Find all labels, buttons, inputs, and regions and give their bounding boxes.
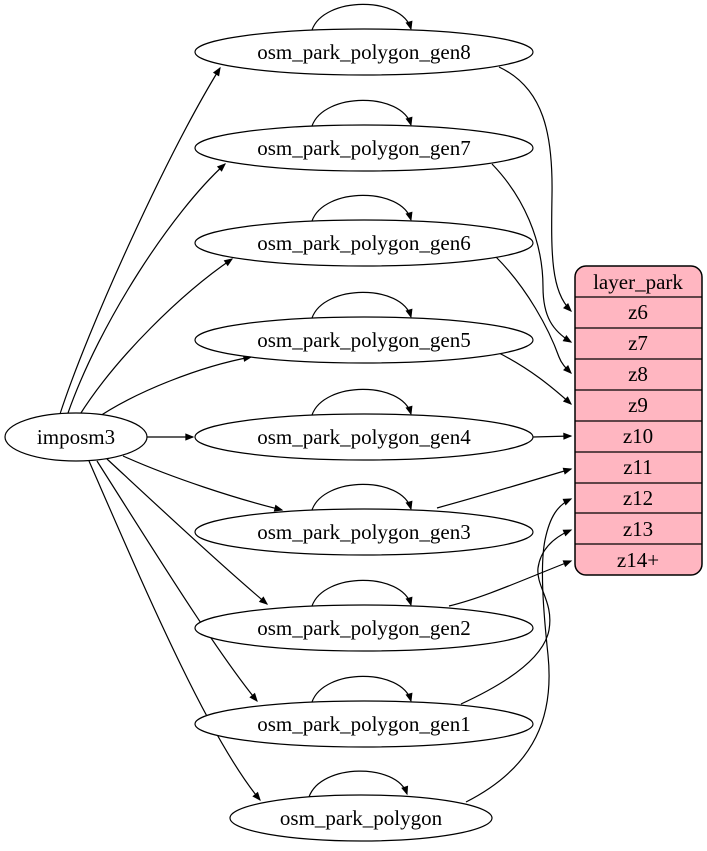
edge-osm_park_polygon_gen8-z6	[498, 66, 572, 312]
edge-osm_park_polygon_gen5-z9	[498, 352, 573, 405]
self-loop-osm_park_polygon_gen8	[311, 3, 413, 31]
edge-imposm3-osm_park_polygon_gen7	[67, 163, 227, 414]
node-imposm3: imposm3	[4, 412, 148, 462]
node-osm_park_polygon_gen2: osm_park_polygon_gen2	[194, 604, 534, 652]
node-ellipse	[194, 219, 534, 267]
edges-to-layer	[436, 66, 573, 803]
node-osm_park_polygon_gen6: osm_park_polygon_gen6	[194, 219, 534, 267]
node-osm_park_polygon_gen3: osm_park_polygon_gen3	[194, 508, 534, 556]
node-osm_park_polygon: osm_park_polygon	[229, 794, 493, 842]
node-ellipse	[229, 794, 493, 842]
node-label: osm_park_polygon_gen1	[257, 712, 470, 736]
node-label: osm_park_polygon_gen5	[257, 328, 470, 352]
edge-osm_park_polygon-z12	[465, 498, 573, 803]
self-loop-osm_park_polygon_gen1	[311, 675, 413, 703]
edge-imposm3-osm_park_polygon_gen8	[59, 66, 221, 415]
self-loop-osm_park_polygon_gen5	[311, 291, 413, 319]
edge-imposm3-osm_park_polygon_gen2	[106, 458, 269, 605]
layer-row-separators	[575, 296, 702, 545]
node-layer_park: layer_park z6 z7 z8 z9 z10 z11 z12 z13 z…	[574, 265, 703, 576]
layer-row-z6: z6	[628, 300, 648, 324]
node-osm_park_polygon_gen7: osm_park_polygon_gen7	[194, 124, 534, 172]
node-label: osm_park_polygon_gen7	[257, 136, 470, 160]
node-label: osm_park_polygon_gen2	[257, 616, 470, 640]
self-loop-osm_park_polygon_gen6	[311, 194, 413, 222]
node-ellipse	[4, 412, 148, 462]
node-ellipse	[194, 700, 534, 748]
edge-osm_park_polygon_gen2-z14	[448, 560, 573, 607]
layer-row-z7: z7	[628, 331, 648, 355]
node-ellipse	[194, 124, 534, 172]
edge-imposm3-osm_park_polygon_gen3	[122, 455, 284, 512]
edges-from-source	[59, 66, 284, 802]
self-loop-osm_park_polygon_gen2	[311, 579, 413, 607]
node-label: osm_park_polygon_gen8	[257, 40, 470, 64]
edge-osm_park_polygon_gen1-z13	[460, 529, 573, 705]
node-label: osm_park_polygon_gen4	[257, 425, 471, 449]
node-label: osm_park_polygon_gen3	[257, 520, 470, 544]
self-loop-osm_park_polygon	[308, 770, 409, 798]
layer-row-z14: z14+	[617, 548, 659, 572]
node-osm_park_polygon_gen8: osm_park_polygon_gen8	[194, 28, 534, 76]
node-ellipse	[194, 413, 534, 461]
layer-row-z13: z13	[623, 517, 653, 541]
self-loop-osm_park_polygon_gen3	[311, 483, 413, 511]
node-label: imposm3	[37, 425, 115, 449]
node-ellipse	[194, 604, 534, 652]
layer-title: layer_park	[593, 270, 683, 294]
table-nodes: osm_park_polygon_gen8 osm_park_polygon_g…	[194, 28, 534, 842]
node-label: osm_park_polygon	[280, 806, 443, 830]
edge-osm_park_polygon_gen4-z10	[532, 432, 573, 440]
layer-row-z8: z8	[628, 362, 648, 386]
layer-row-z10: z10	[623, 424, 653, 448]
node-osm_park_polygon_gen1: osm_park_polygon_gen1	[194, 700, 534, 748]
node-ellipse	[194, 316, 534, 364]
layer-row-z11: z11	[623, 455, 653, 479]
node-ellipse	[194, 28, 534, 76]
self-loop-edges	[308, 3, 413, 798]
layer-row-z12: z12	[623, 486, 653, 510]
node-osm_park_polygon_gen4: osm_park_polygon_gen4	[194, 413, 534, 461]
self-loop-osm_park_polygon_gen7	[311, 99, 413, 127]
edge-osm_park_polygon_gen7-z7	[491, 163, 573, 343]
edge-osm_park_polygon_gen3-z11	[436, 467, 573, 509]
node-osm_park_polygon_gen5: osm_park_polygon_gen5	[194, 316, 534, 364]
edge-imposm3-osm_park_polygon_gen1	[96, 460, 258, 703]
edge-imposm3-osm_park_polygon_gen6	[78, 258, 234, 417]
layer-row-z9: z9	[628, 393, 648, 417]
edge-imposm3-osm_park_polygon	[88, 460, 261, 802]
self-loop-osm_park_polygon_gen4	[311, 388, 413, 416]
node-label: osm_park_polygon_gen6	[257, 231, 470, 255]
node-ellipse	[194, 508, 534, 556]
edge-imposm3-osm_park_polygon_gen5	[93, 354, 253, 421]
edge-osm_park_polygon_gen6-z8	[495, 256, 572, 374]
